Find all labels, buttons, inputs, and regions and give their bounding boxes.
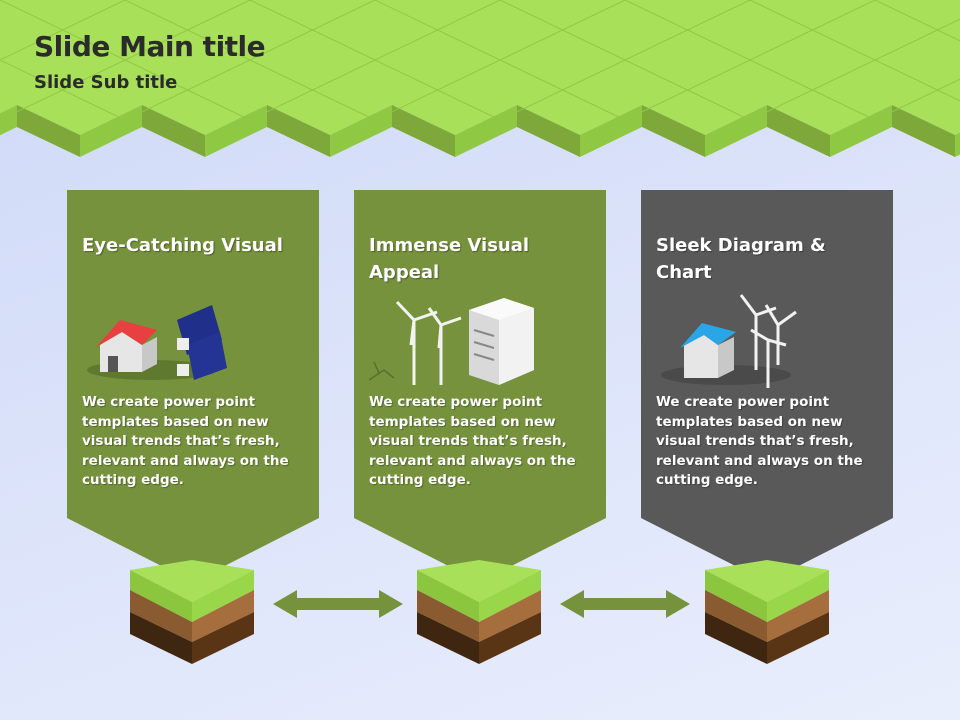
page-title: Slide Main title (34, 30, 266, 63)
tile-left-face (517, 105, 580, 157)
grass-soil-cube (130, 560, 254, 664)
tile-left-face (767, 105, 830, 157)
tile-left-face (17, 105, 80, 157)
tile-left-face (892, 105, 955, 157)
tile-right-face (455, 105, 517, 157)
panel-eye-catching: Eye-Catching Visual We create power poin… (67, 190, 319, 582)
tile-right-face (705, 105, 767, 157)
tile-left-face (267, 105, 330, 157)
double-arrow-icon (273, 590, 403, 618)
tile-right-face (80, 105, 142, 157)
tile-right-face (955, 132, 960, 157)
tile-right-face (830, 105, 892, 157)
tile-left-face (142, 105, 205, 157)
grass-top (0, 0, 960, 135)
tile-right-face (580, 105, 642, 157)
panel-body: We create power point templates based on… (369, 394, 576, 488)
header-grass-tiles (0, 0, 960, 157)
grass-soil-cube (705, 560, 829, 664)
page-subtitle: Slide Sub title (34, 72, 178, 93)
panel-sleek-diagram: Sleek Diagram & Chart We create power po… (641, 190, 893, 582)
house-solar-panels-icon (87, 305, 227, 380)
wind-turbines-building-icon (369, 298, 534, 385)
tile-left-face (642, 105, 705, 157)
panel-title: Immense Visual Appeal (369, 235, 530, 283)
panel-title: Sleek Diagram & Chart (656, 235, 826, 283)
panel-immense-visual: Immense Visual Appeal We create power po… (354, 190, 606, 582)
tile-right-face (0, 105, 17, 136)
panel-title: Eye-Catching Visual (82, 235, 283, 256)
tile-right-face (205, 105, 267, 157)
panel-body: We create power point templates based on… (82, 394, 289, 488)
tile-right-face (330, 105, 392, 157)
tile-left-face (392, 105, 455, 157)
grass-soil-cube (417, 560, 541, 664)
house-wind-turbines-icon (661, 294, 797, 388)
double-arrow-icon (560, 590, 690, 618)
panel-body: We create power point templates based on… (656, 394, 863, 488)
